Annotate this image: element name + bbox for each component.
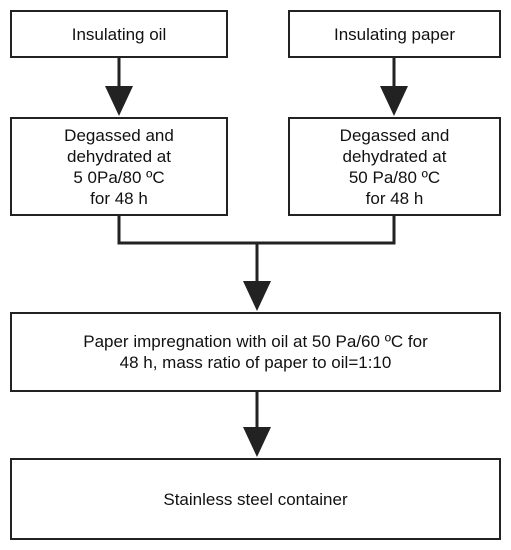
insulating-paper-label: Insulating paper [334, 24, 455, 44]
insulating-oil-box: Insulating oil [10, 10, 228, 58]
degas-paper-label: Degassed and dehydrated at 50 Pa/80 ºC f… [339, 125, 450, 208]
impregnation-box: Paper impregnation with oil at 50 Pa/60 … [10, 312, 501, 392]
insulating-paper-box: Insulating paper [288, 10, 501, 58]
arrowhead-paper [380, 86, 408, 116]
arrowhead-merge [243, 281, 271, 311]
degas-oil-label: Degassed and dehydrated at 5 0Pa/80 ºC f… [64, 125, 174, 208]
impregnation-label: Paper impregnation with oil at 50 Pa/60 … [83, 332, 428, 372]
arrowhead-oil [105, 86, 133, 116]
insulating-oil-label: Insulating oil [71, 24, 167, 44]
stainless-container-box: Stainless steel container [10, 458, 501, 540]
degas-paper-box: Degassed and dehydrated at 50 Pa/80 ºC f… [288, 117, 501, 216]
stainless-container-label: Stainless steel container [163, 489, 348, 509]
arrowhead-container [243, 427, 271, 457]
degas-oil-box: Degassed and dehydrated at 5 0Pa/80 ºC f… [10, 117, 228, 216]
